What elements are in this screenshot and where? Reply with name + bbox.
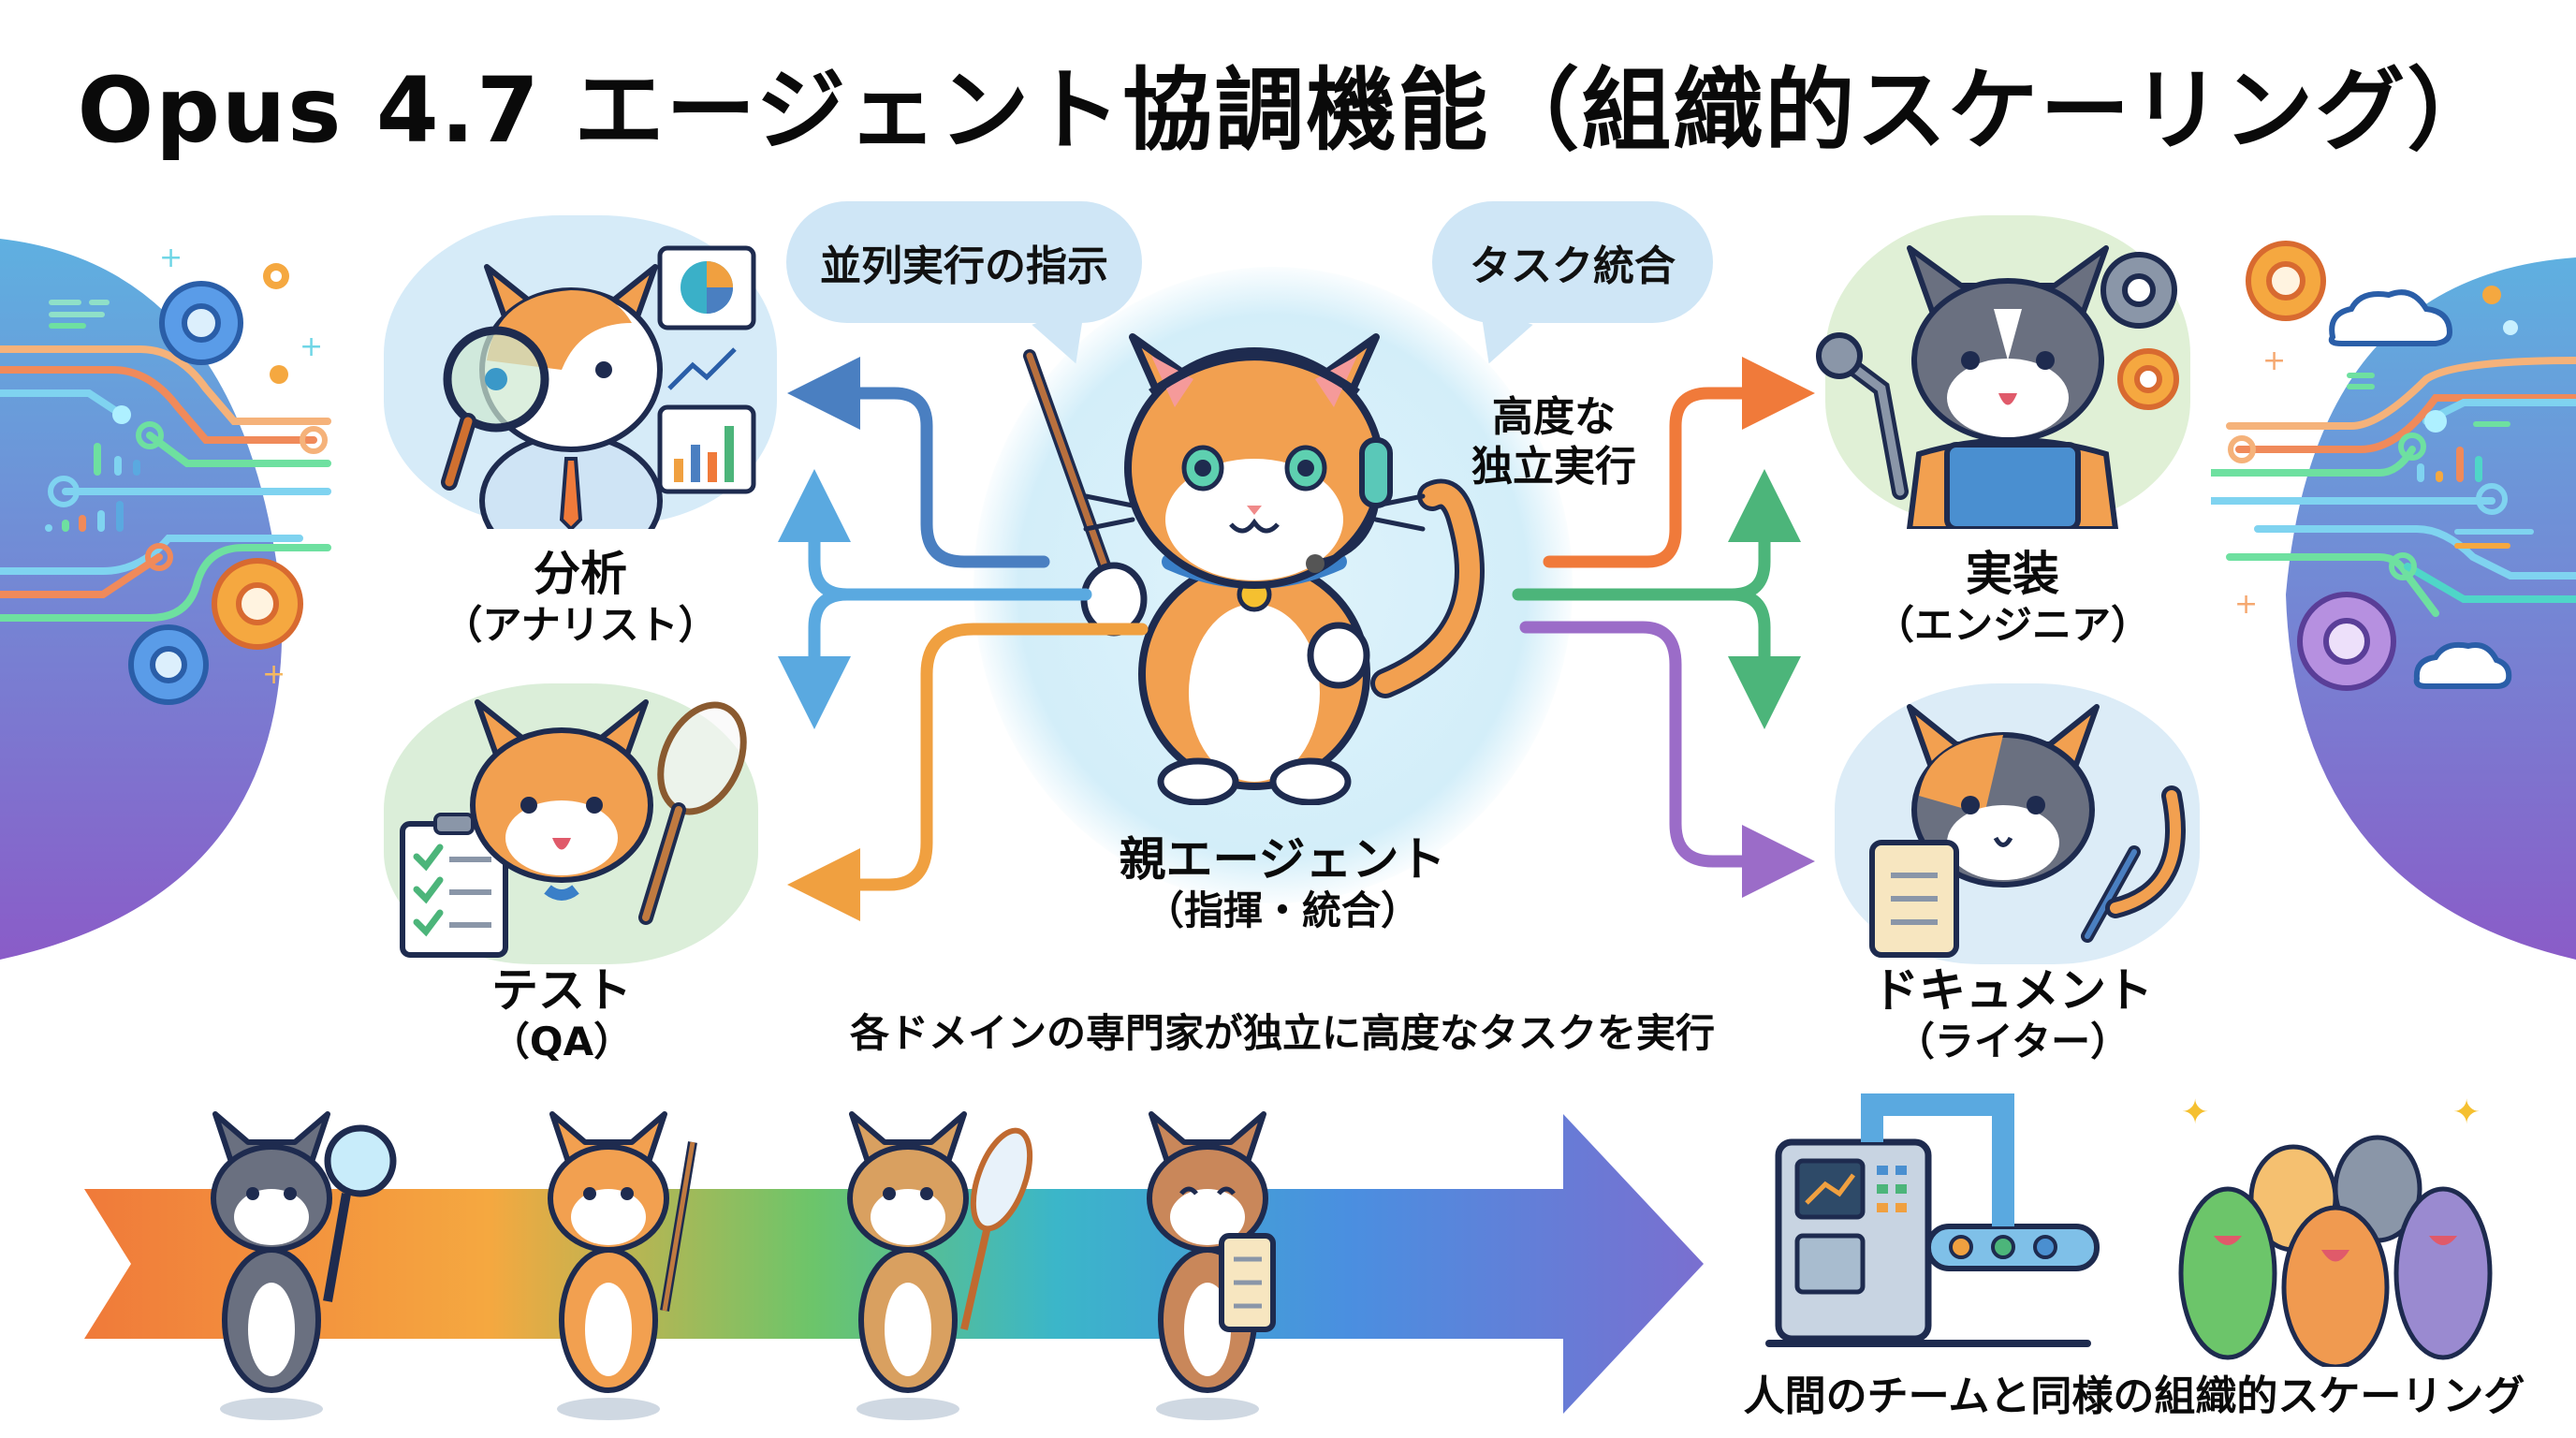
- circuit-decoration-right: + +: [2211, 241, 2576, 960]
- analyst-agent-label: 分析 （アナリスト）: [393, 547, 768, 649]
- walking-cat-analyst: [211, 1111, 397, 1420]
- svg-text:+: +: [159, 242, 183, 274]
- engineer-role: （エンジニア）: [1874, 601, 2150, 648]
- analyst-role: （アナリスト）: [443, 601, 718, 648]
- parallel-execution-bubble: 並列実行の指示: [786, 201, 1142, 323]
- organizational-scaling-caption: 人間のチームと同様の組織的スケーリング: [1743, 1372, 2525, 1420]
- parent-agent-cat-illustration: [1023, 333, 1485, 805]
- happy-team-illustration: ✦ ✦: [2178, 1093, 2493, 1367]
- svg-text:+: +: [300, 330, 323, 363]
- parent-agent-label: 親エージェント （指揮・統合）: [1048, 832, 1516, 934]
- parent-agent-name: 親エージェント: [1119, 832, 1446, 887]
- svg-text:+: +: [2262, 345, 2286, 377]
- analyst-name: 分析: [534, 547, 627, 601]
- walking-cat-parent: [548, 1111, 697, 1420]
- center-note-line1: 高度な: [1492, 393, 1616, 441]
- qa-name: テスト: [491, 963, 632, 1018]
- walking-cat-writer: [1147, 1111, 1276, 1420]
- factory-machine-illustration: [1765, 1093, 2100, 1347]
- team-member-green: [2178, 1186, 2277, 1360]
- engineer-cat-illustration: [1816, 245, 2179, 529]
- team-member-orange: [2281, 1205, 2390, 1367]
- writer-agent-label: ドキュメント （ライター）: [1816, 963, 2209, 1065]
- connector-to-writer: [1519, 621, 1815, 898]
- team-member-purple: [2393, 1186, 2493, 1360]
- qa-cat-illustration: [400, 699, 747, 958]
- bubble-left-text: 並列実行の指示: [820, 242, 1108, 290]
- domain-experts-caption: 各ドメインの専門家が独立に高度なタスクを実行: [849, 1010, 1715, 1056]
- analyst-cat-illustration: [441, 245, 756, 529]
- qa-role: （QA）: [490, 1018, 634, 1064]
- engineer-agent-label: 実装 （エンジニア）: [1835, 547, 2190, 649]
- writer-name: ドキュメント: [1872, 963, 2153, 1018]
- svg-text:✦: ✦: [2181, 1093, 2209, 1132]
- qa-agent-label: テスト （QA）: [393, 963, 730, 1065]
- bubble-right-text: タスク統合: [1470, 242, 1676, 290]
- independent-execution-note: 高度な 独立実行: [1470, 393, 1638, 492]
- engineer-name: 実装: [1966, 547, 2059, 601]
- center-note-line2: 独立実行: [1471, 442, 1636, 491]
- circuit-decoration-left: + + +: [0, 239, 331, 960]
- walking-cat-qa: [847, 1111, 1033, 1420]
- writer-role: （ライター）: [1895, 1018, 2130, 1064]
- parent-agent-role: （指揮・統合）: [1144, 887, 1420, 933]
- walking-cats-row: [211, 1111, 1276, 1420]
- page-title: Opus 4.7 エージェント協調機能（組織的スケーリング）: [77, 58, 2499, 163]
- writer-cat-illustration: [1869, 704, 2186, 958]
- task-integration-bubble: タスク統合: [1432, 201, 1713, 323]
- svg-text:+: +: [262, 658, 285, 691]
- svg-text:✦: ✦: [2452, 1093, 2481, 1132]
- svg-text:+: +: [2234, 588, 2258, 621]
